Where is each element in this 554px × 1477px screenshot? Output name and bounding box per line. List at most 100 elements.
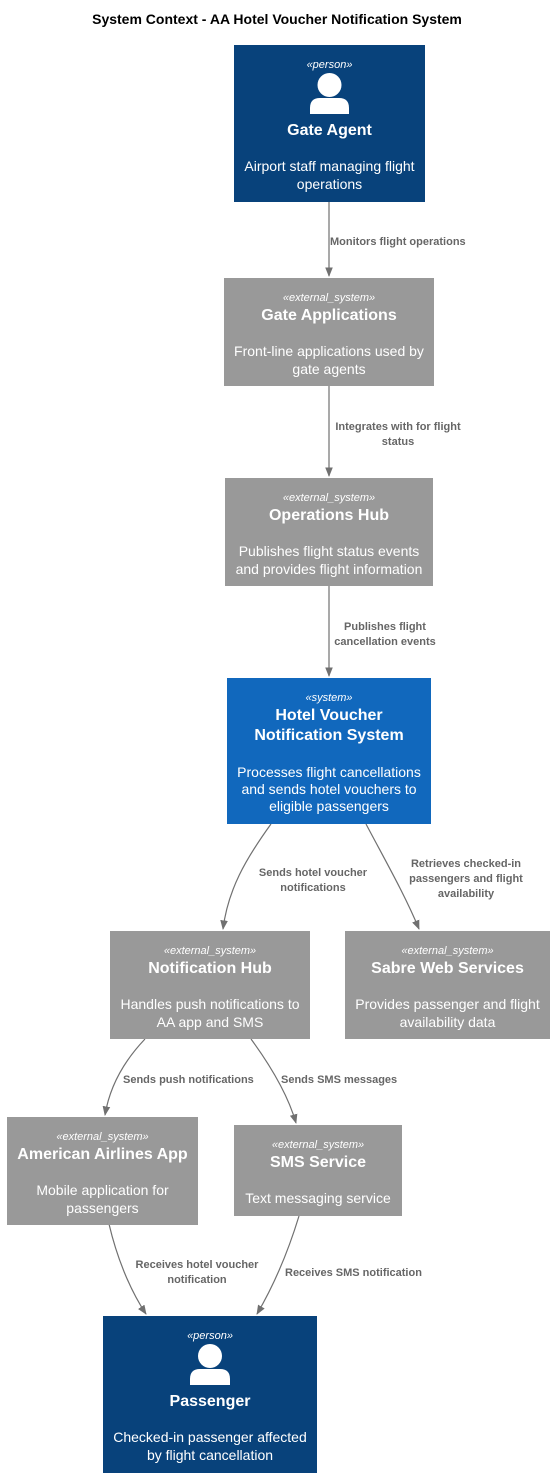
- node-sabre-web-services[interactable]: «external_system» Sabre Web Services Pro…: [345, 931, 550, 1039]
- edge-label-publishes: Publishes flight cancellation events: [334, 621, 436, 648]
- text-line: passengers and flight: [409, 873, 523, 885]
- node-operations-hub[interactable]: «external_system» Operations Hub Publish…: [225, 478, 433, 586]
- edge-notif-hub-to-sms: [250, 1038, 298, 1124]
- text-line: operations: [297, 176, 362, 192]
- node-description: Provides passenger and flight availabilit…: [355, 996, 540, 1030]
- edge-label-integrates: Integrates with for flight status: [335, 421, 461, 448]
- node-name: Passenger: [170, 1393, 251, 1410]
- node-name: American Airlines App: [17, 1146, 188, 1163]
- text-line: Publishes flight status events: [239, 543, 420, 559]
- text-line: Front-line applications used by: [234, 343, 424, 359]
- text-line: Sends hotel voucher: [259, 867, 368, 879]
- edge-label-sends-sms: Sends SMS messages: [281, 1074, 397, 1086]
- text-line: Receives SMS notification: [285, 1267, 422, 1279]
- node-box: [225, 478, 433, 586]
- text-line: by flight cancellation: [147, 1447, 273, 1463]
- text-line: Airport staff managing flight: [244, 158, 414, 174]
- node-sms-service[interactable]: «external_system» SMS Service Text messa…: [234, 1125, 402, 1216]
- text-line: status: [382, 436, 414, 448]
- node-box: [103, 1316, 317, 1473]
- node-description: Airport staff managing flight operations: [244, 158, 414, 192]
- text-line: Passenger: [170, 1393, 251, 1410]
- text-line: Retrieves checked-in: [411, 858, 521, 870]
- node-stereotype: «external_system»: [164, 945, 256, 957]
- node-box: [7, 1117, 198, 1225]
- text-line: Handles push notifications to: [121, 996, 300, 1012]
- node-stereotype: «external_system»: [56, 1131, 148, 1143]
- edge-label-receives-sms: Receives SMS notification: [285, 1267, 422, 1279]
- edge-label-receives-voucher: Receives hotel voucher notification: [136, 1259, 260, 1286]
- node-box: [110, 931, 310, 1039]
- edge-hvns-to-notif-hub: [220, 823, 272, 930]
- edge-hvns-to-sabre: [365, 823, 420, 930]
- text-line: Integrates with for flight: [335, 421, 461, 433]
- edges-layer: [102, 202, 420, 1315]
- node-notification-hub[interactable]: «external_system» Notification Hub Handl…: [110, 931, 310, 1039]
- node-description: Handles push notifications to AA app and …: [121, 996, 300, 1030]
- text-line: Checked-in passenger affected: [113, 1429, 307, 1445]
- text-line: notifications: [280, 882, 345, 894]
- node-name: SMS Service: [270, 1154, 366, 1171]
- node-stereotype: «external_system»: [283, 492, 375, 504]
- node-description: Mobile application for passengers: [36, 1182, 169, 1216]
- text-line: Provides passenger and flight: [355, 996, 540, 1012]
- nodes-layer: «person» Gate Agent Airport staff managi…: [7, 45, 550, 1473]
- text-line: passengers: [66, 1200, 138, 1216]
- node-gate-applications[interactable]: «external_system» Gate Applications Fron…: [224, 278, 434, 386]
- node-passenger[interactable]: «person» Passenger Checked-in passenger …: [103, 1316, 317, 1473]
- node-description: Publishes flight status events and provid…: [236, 543, 423, 577]
- text-line: Gate Applications: [261, 307, 397, 324]
- text-line: cancellation events: [334, 636, 436, 648]
- text-line: eligible passengers: [269, 798, 389, 814]
- diagram-title: System Context - AA Hotel Voucher Notifi…: [92, 11, 462, 27]
- text-line: notification: [167, 1274, 227, 1286]
- edge-label-sends-push: Sends push notifications: [123, 1074, 254, 1086]
- node-stereotype: «external_system»: [272, 1139, 364, 1151]
- text-line: and sends hotel vouchers to: [241, 781, 416, 797]
- edge-labels-layer: Monitors flight operations Integrates wi…: [123, 236, 523, 1286]
- text-line: SMS Service: [270, 1154, 366, 1171]
- text-line: Monitors flight operations: [330, 236, 466, 248]
- text-line: Operations Hub: [269, 507, 389, 524]
- text-line: Notification Hub: [148, 960, 272, 977]
- text-line: Publishes flight: [344, 621, 426, 633]
- node-stereotype: «person»: [187, 1330, 233, 1342]
- edge-label-monitors: Monitors flight operations: [330, 236, 466, 248]
- node-box: [345, 931, 550, 1039]
- node-stereotype: «person»: [307, 59, 353, 71]
- text-line: Mobile application for: [36, 1182, 169, 1198]
- node-name: Operations Hub: [269, 507, 389, 524]
- person-icon: [190, 1344, 230, 1385]
- node-name: Notification Hub: [148, 960, 272, 977]
- text-line: Sends SMS messages: [281, 1074, 397, 1086]
- text-line: Processes flight cancellations: [237, 764, 421, 780]
- edge-label-retrieves: Retrieves checked-in passengers and fligh…: [409, 858, 523, 900]
- node-description: Checked-in passenger affected by flight c…: [113, 1429, 307, 1463]
- node-box: [227, 678, 431, 824]
- text-line: Notification System: [254, 727, 403, 744]
- node-name: Gate Agent: [287, 122, 372, 139]
- node-description: Front-line applications used by gate agen…: [234, 343, 424, 377]
- node-name: Gate Applications: [261, 307, 397, 324]
- node-american-airlines-app[interactable]: «external_system» American Airlines App …: [7, 1117, 198, 1225]
- text-line: AA app and SMS: [157, 1014, 264, 1030]
- text-line: Gate Agent: [287, 122, 372, 139]
- node-gate-agent[interactable]: «person» Gate Agent Airport staff managi…: [234, 45, 425, 202]
- node-stereotype: «external_system»: [401, 945, 493, 957]
- text-line: Receives hotel voucher: [136, 1259, 260, 1271]
- text-line: gate agents: [292, 361, 365, 377]
- edge-notif-hub-to-aa-app: [102, 1038, 146, 1116]
- person-icon: [310, 73, 349, 114]
- node-box: [234, 1125, 402, 1216]
- node-stereotype: «external_system»: [283, 292, 375, 304]
- node-box: [224, 278, 434, 386]
- text-line: availability data: [400, 1014, 496, 1030]
- text-line: and provides flight information: [236, 561, 423, 577]
- edge-label-sends-voucher: Sends hotel voucher notifications: [259, 867, 368, 894]
- node-name: Sabre Web Services: [371, 960, 524, 977]
- text-line: Sabre Web Services: [371, 960, 524, 977]
- text-line: Text messaging service: [245, 1190, 391, 1206]
